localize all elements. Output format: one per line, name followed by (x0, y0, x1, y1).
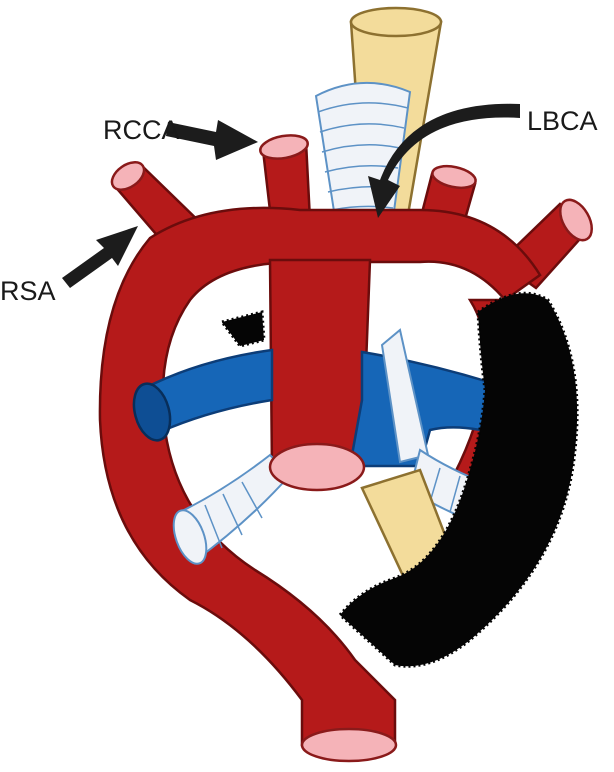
lbca-label: LBCA (527, 106, 598, 136)
lcca-opening (431, 164, 477, 190)
occluded-segment (219, 291, 579, 668)
rsa-label: RSA (0, 276, 56, 306)
rcca-arrow (166, 120, 258, 160)
descending-aorta-opening (300, 727, 398, 763)
rsa-opening (110, 161, 146, 191)
lsa-opening (559, 198, 593, 242)
rcca-opening (259, 134, 309, 160)
aortic-root-opening (268, 442, 366, 492)
rsa-arrow (62, 226, 138, 288)
lbca-arrow (368, 103, 520, 218)
rcca-label: RCCA (103, 115, 180, 145)
